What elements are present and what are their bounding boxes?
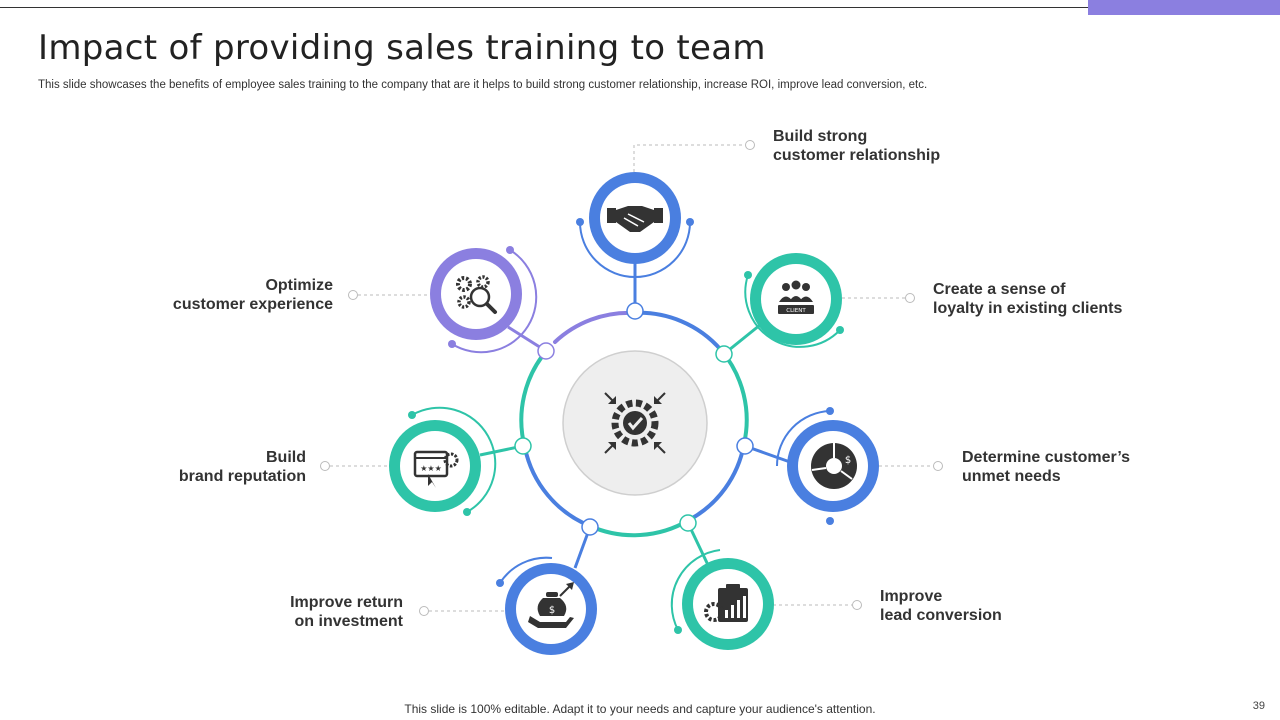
item-brand: ★★★ (389, 406, 497, 516)
ring-junction-dots (514, 302, 754, 536)
label-roi: Improve return on investment (290, 594, 403, 630)
item-experience (430, 246, 538, 354)
label-experience: Optimize customer experience (172, 277, 333, 313)
rating-browser-icon: ★★★ (413, 450, 459, 488)
item-loyalty: CLIENT (744, 253, 844, 348)
client-group-icon: CLIENT (778, 280, 814, 314)
item-roi: $ (496, 556, 597, 655)
label-relationship: Build strong customer relationship (773, 128, 941, 164)
item-needs: $ (776, 407, 879, 525)
item-lead (670, 549, 774, 650)
svg-text:CLIENT: CLIENT (786, 308, 806, 314)
slide-title: Impact of providing sales training to te… (38, 28, 766, 68)
center-ring (519, 310, 749, 538)
page-number: 39 (1252, 700, 1265, 712)
center-hub (562, 350, 708, 496)
label-loyalty: Create a sense of loyalty in existing cl… (933, 281, 1123, 317)
label-end-dots (320, 140, 943, 616)
svg-text:★★★: ★★★ (420, 464, 442, 473)
chart-clipboard-icon (704, 584, 748, 622)
money-bag-hand-icon: $ (528, 582, 574, 628)
label-lead: Improve lead conversion (880, 588, 1002, 624)
footer-note: This slide is 100% editable. Adapt it to… (404, 702, 876, 716)
svg-text:$: $ (549, 605, 555, 616)
gear-with-inward-arrows-icon (604, 392, 666, 454)
label-needs: Determine customer’s unmet needs (962, 449, 1131, 485)
top-accent-bar (1088, 0, 1280, 15)
label-brand: Build brand reputation (178, 449, 306, 485)
label-leader-lines (330, 144, 933, 612)
item-relationship (576, 172, 694, 278)
slide-subtitle: This slide showcases the benefits of emp… (38, 79, 928, 91)
svg-text:$: $ (845, 455, 851, 466)
needs-wheel-icon: $ (811, 443, 857, 489)
handshake-icon (607, 206, 663, 232)
top-divider-line (0, 7, 1088, 8)
gear-magnifier-icon (456, 275, 497, 314)
